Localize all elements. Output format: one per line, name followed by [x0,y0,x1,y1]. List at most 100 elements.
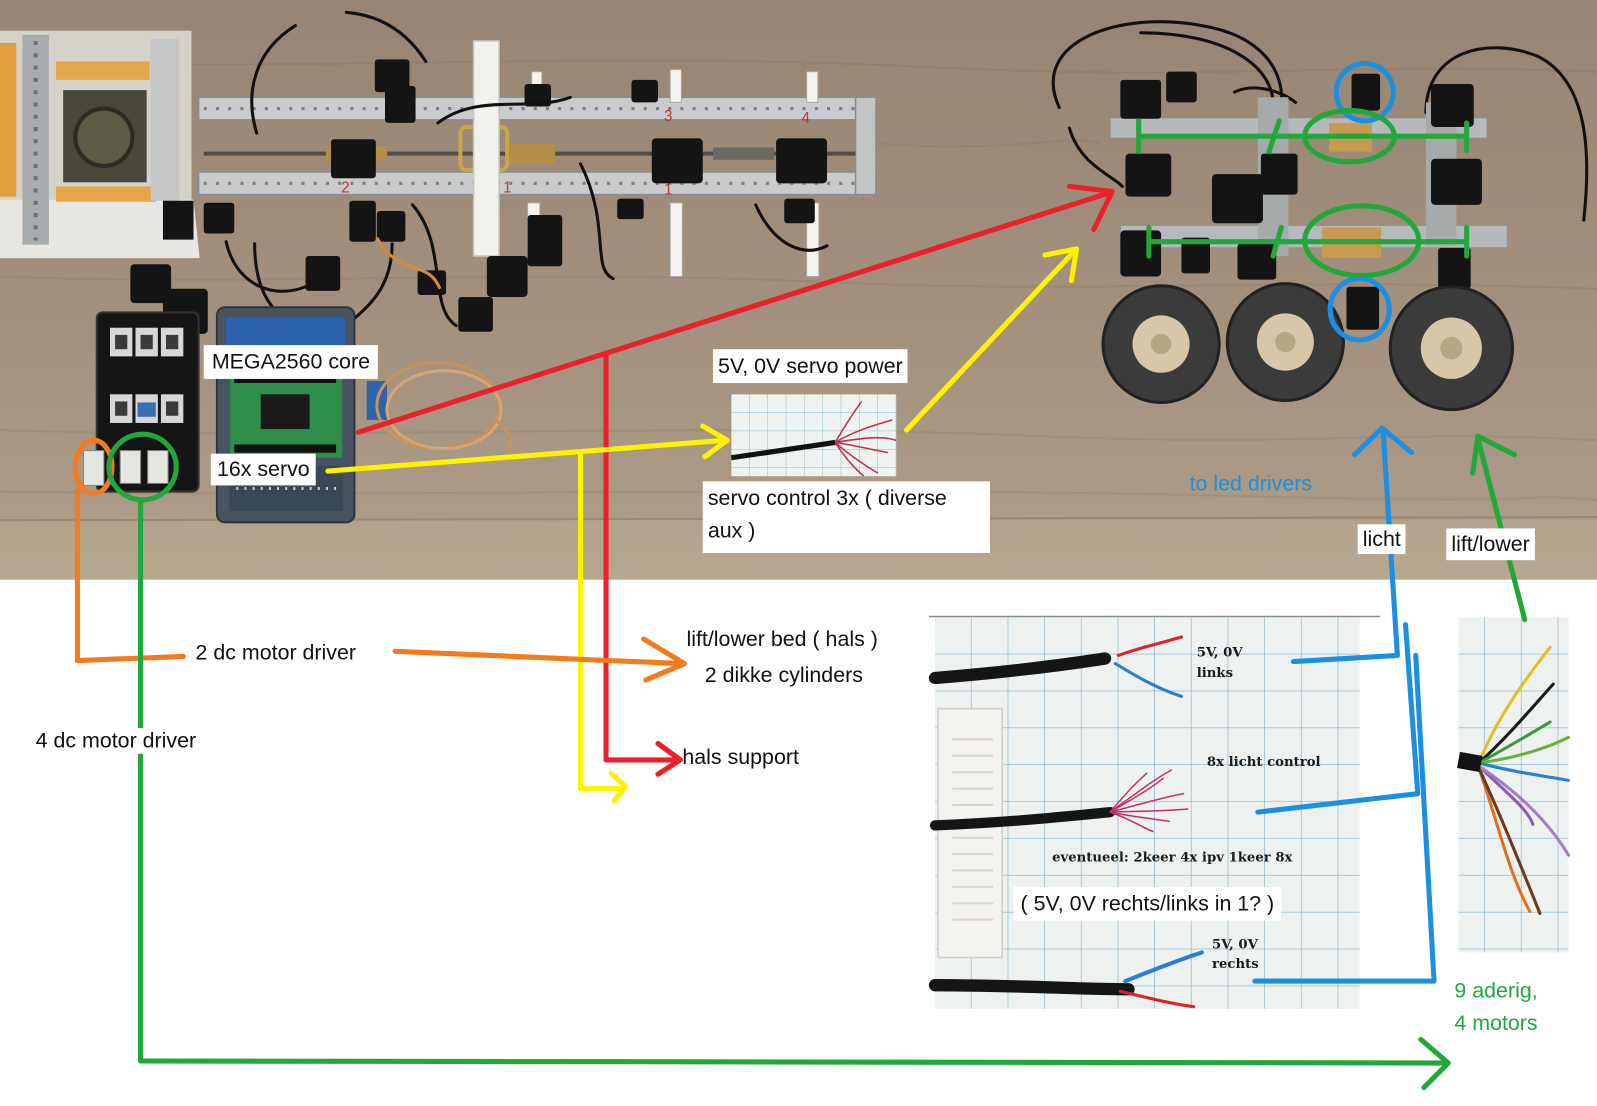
blue-arrow-licht [1252,425,1437,984]
label-9-aderig: 9 aderig, [1454,979,1538,1003]
servo [527,215,563,267]
mega2560-board [215,306,356,524]
servo [1430,83,1474,127]
servo [617,198,644,220]
arrows [74,183,1528,1091]
servo [349,200,376,242]
green-marker-ellipse [106,431,179,503]
yellow-arrow-to-axle [903,246,1080,433]
orange-line-2dc-driver [74,486,186,664]
servo [1212,174,1263,224]
photo-text-links-voltage: 5V, 0V [1196,645,1243,661]
servo [486,256,528,297]
rail-mark: 2 [341,179,349,196]
rail-mark: 1 [503,179,511,196]
motor-driver-board [83,311,200,493]
servo [1120,230,1162,277]
cross-beam [472,40,500,257]
label-16x-servo: 16x servo [210,453,316,486]
label-hals-support: hals support [682,745,799,770]
servo [1166,71,1197,103]
photo-text-links: links [1196,665,1234,682]
wheel [1225,282,1345,402]
wheel [1101,284,1221,405]
cab-frame [0,30,200,259]
wire-coil [375,360,513,452]
servo [631,79,658,103]
wheel [1388,285,1515,412]
servo [374,59,410,93]
servo [305,256,341,291]
rail-mark: 4 [802,110,811,127]
label-servo-control-line2: aux ) [707,519,756,543]
photo-text-licht-control: 8x licht control [1206,754,1321,771]
servo [1120,79,1162,119]
servos-left [130,59,828,334]
servo [376,210,406,242]
truck-chassis: 3 4 2 1 1 [0,10,877,345]
servo [1237,243,1277,280]
label-lift-lower-bed: lift/lower bed ( hals ) [686,627,878,652]
label-dikke-cylinders: 2 dikke cylinders [704,663,863,688]
label-servo-power: 5V, 0V servo power [712,349,908,384]
servo [384,86,416,123]
label-to-led-drivers: to led drivers [1189,472,1313,496]
label-rechts-links: ( 5V, 0V rechts/links in 1? ) [1013,886,1282,921]
cable-light-control [929,769,1189,833]
servo [1125,153,1172,197]
red-arrow-hals-support [603,350,683,777]
axle-assembly [1051,20,1589,412]
blue-marker-circle [1327,275,1392,343]
label-4-motors: 4 motors [1454,1011,1538,1036]
cable-links [928,635,1183,698]
servo [784,198,815,224]
plastic-strip [937,707,1003,959]
photo-text-eventueel: eventueel: 2keer 4x ipv 1keer 8x [1052,850,1293,866]
servo [1346,286,1380,330]
label-mega-core: MEGA2560 core [203,345,379,379]
label-servo-control: servo control 3x ( diverse aux ) [702,481,990,554]
label-4-dc-motor-driver: 4 dc motor driver [35,728,197,754]
label-2-dc-motor-driver: 2 dc motor driver [195,641,357,665]
orange-arrow-lift-lower-bed [392,636,687,683]
light-cable-photo [928,615,1381,1009]
servo [130,264,172,304]
servo [1430,158,1482,205]
rail-mark: 3 [664,108,672,125]
servo [651,138,703,184]
servo [1181,237,1210,274]
wheels [1101,282,1515,412]
terminal-blocks [83,450,169,486]
servo [1260,153,1298,195]
yellow-arrow-to-servo-cable [325,423,730,474]
servo [417,270,447,295]
rail-mark: 1 [664,182,672,199]
motor-cable-photo [1457,617,1571,953]
highlight-markers [72,60,1470,503]
servo [458,296,493,332]
label-licht: licht [1357,524,1406,555]
servo [1438,247,1471,289]
servo-cable-photo [730,394,897,477]
servo [1351,73,1381,111]
label-servo-control-line1: servo control 3x ( diverse [707,486,947,511]
green-arrow-4dc-driver [138,499,1451,1091]
servo [331,139,376,179]
servo [524,83,552,107]
green-axle-lines [1136,118,1470,259]
servo [776,138,828,184]
servos-right [1120,71,1482,330]
axle-wires [1051,20,1589,222]
cable-rechts [928,950,1204,1009]
servo [162,200,194,240]
rail-markings: 3 4 2 1 1 [341,108,810,199]
blue-marker-circle [1333,60,1396,124]
photo-text-rechts: rechts [1212,956,1259,972]
servo-wires-left [224,10,829,345]
red-arrow-mega-to-axle [355,183,1115,435]
label-lift-lower: lift/lower [1446,528,1535,561]
servo [203,202,235,234]
yellow-arrow-branch [577,449,628,804]
orange-marker-ellipse [72,437,115,497]
